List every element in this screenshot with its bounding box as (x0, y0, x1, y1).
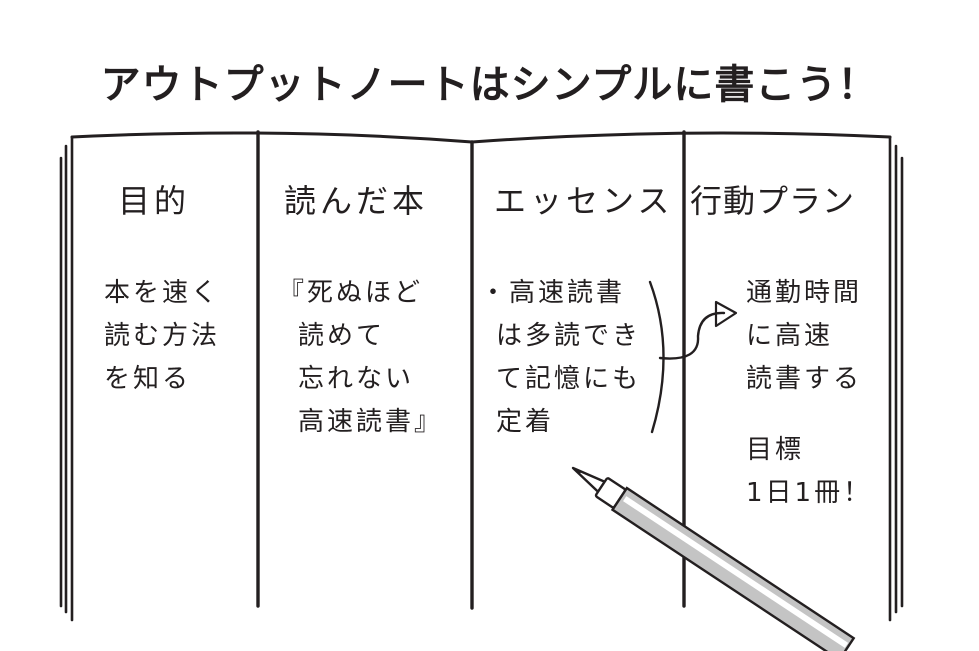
book-line-3: 忘れない (298, 364, 415, 394)
column-heading-action-plan: 行動プラン (690, 182, 856, 220)
essence-line-4: 定着 (496, 407, 555, 437)
pen-icon (571, 466, 856, 651)
purpose-line-3: を知る (104, 364, 192, 394)
essence-line-3: て記憶にも (496, 364, 642, 394)
column-purpose: 目的 本を速く 読む方法 を知る (104, 176, 220, 401)
action-line-3: 読書する (746, 364, 863, 394)
column-action-plan: 行動プラン 通勤時間 に高速 読書する 目標 1日1冊！ (690, 176, 872, 515)
book-line-4: 高速読書』 (298, 407, 444, 437)
column-heading-purpose: 目的 (118, 182, 191, 220)
book-line-2: 読めて (298, 321, 386, 351)
column-essence: エッセンス ・高速読書 は多読でき て記憶にも 定着 (480, 176, 674, 444)
essence-line-2: は多読でき (496, 321, 642, 351)
notebook-right-edge (888, 135, 904, 622)
column-book-read: 読んだ本 『死ぬほど 読めて 忘れない 高速読書』 (278, 176, 444, 444)
essence-bracket (648, 280, 665, 434)
column-heading-essence: エッセンス (494, 182, 674, 220)
notebook-left-edge (59, 135, 74, 622)
page-title: アウトプットノートはシンプルに書こう！ (100, 62, 879, 108)
purpose-line-1: 本を速く (104, 278, 221, 308)
goal-value: 1日1冊！ (746, 478, 873, 508)
purpose-line-2: 読む方法 (104, 321, 221, 351)
action-line-1: 通勤時間 (746, 278, 863, 308)
goal-label: 目標 (746, 435, 805, 465)
notebook-top-edge-right (470, 131, 892, 144)
essence-line-1: ・高速読書 (480, 278, 626, 308)
column-heading-book-read: 読んだ本 (284, 182, 429, 220)
action-line-2: に高速 (746, 321, 834, 351)
book-line-1: 『死ぬほど (278, 278, 424, 308)
notebook-top-edge-left (70, 131, 474, 144)
hand-drawn-arrow-icon (658, 300, 738, 360)
